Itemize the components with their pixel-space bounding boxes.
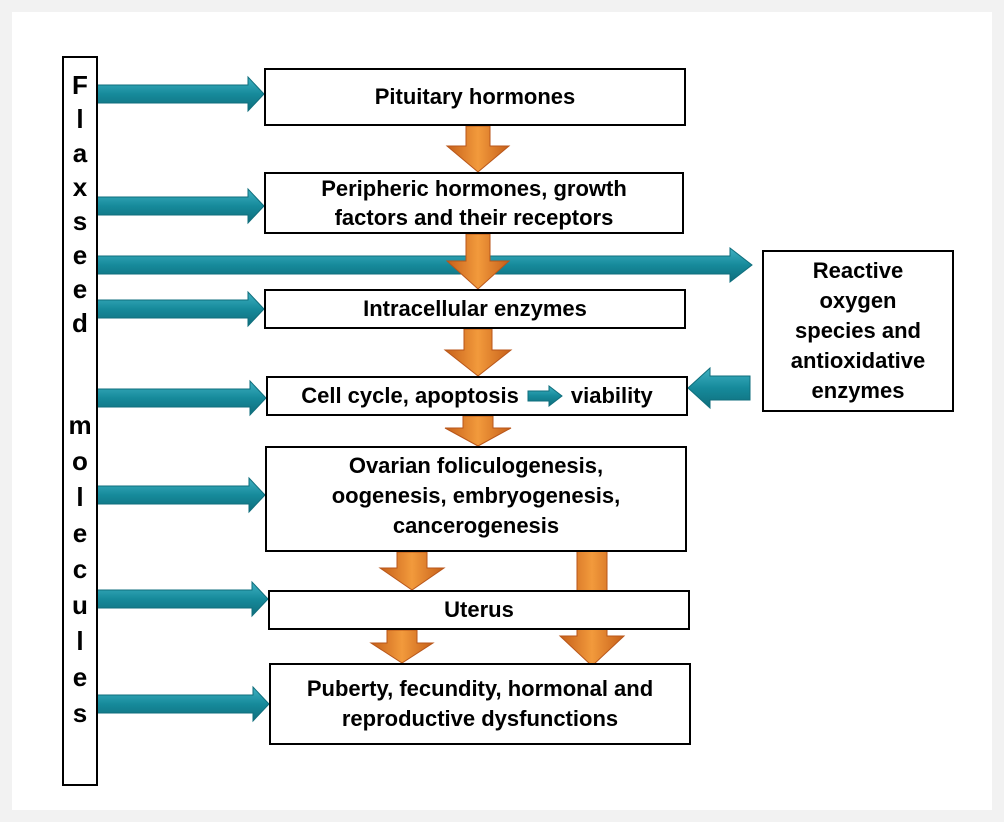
label-letter: s <box>72 698 88 728</box>
label-letter: e <box>72 662 88 692</box>
small-right-arrow-icon <box>527 385 563 407</box>
box-label-line: enzymes <box>811 378 905 403</box>
box-label-line: oogenesis, embryogenesis, <box>331 483 621 508</box>
arrow-layer <box>87 75 753 723</box>
label-letter: s <box>72 206 88 236</box>
label-letter: l <box>76 104 84 134</box>
label-letter: e <box>72 274 88 304</box>
puberty-fecundity-box: Puberty, fecundity, hormonal and reprodu… <box>269 663 691 745</box>
label-letter: d <box>72 308 88 338</box>
label-letter: l <box>76 482 84 512</box>
label-letter: o <box>72 446 88 476</box>
peripheric-hormones-box: Peripheric hormones, growth factors and … <box>264 172 684 234</box>
box-label-line: reproductive dysfunctions <box>341 706 619 731</box>
pituitary-hormones-box: Pituitary hormones <box>264 68 686 126</box>
orange-down-arrow-icon <box>378 551 446 591</box>
label-letter: l <box>76 626 84 656</box>
box-label: Pituitary hormones <box>374 84 576 109</box>
box-label-line: factors and their receptors <box>334 205 614 230</box>
teal-right-arrow-icon <box>87 580 269 618</box>
box-label: viability <box>570 383 653 408</box>
box-label-line: species and <box>795 318 921 343</box>
ovarian-folliculogenesis-box: Ovarian foliculogenesis, oogenesis, embr… <box>265 446 687 552</box>
box-label-line: Reactive <box>812 258 904 283</box>
uterus-box: Uterus <box>268 590 690 630</box>
teal-left-arrow-icon <box>687 366 751 410</box>
box-label: Uterus <box>444 597 514 622</box>
orange-down-arrow-icon <box>444 415 512 447</box>
reactive-oxygen-species-box: Reactive oxygen species and antioxidativ… <box>762 250 954 412</box>
box-label: Cell cycle, apoptosis <box>301 383 519 408</box>
diagram-canvas: F l a x s e e d m o l e c u l e s Pituit… <box>12 12 992 810</box>
orange-down-arrow-icon <box>445 233 511 290</box>
teal-right-arrow-icon <box>87 246 753 284</box>
cell-cycle-box: Cell cycle, apoptosis viability <box>266 376 688 416</box>
label-letter: m <box>68 410 92 440</box>
teal-right-arrow-icon <box>87 290 265 328</box>
intracellular-enzymes-box: Intracellular enzymes <box>264 289 686 329</box>
teal-right-arrow-icon <box>87 379 267 417</box>
label-letter: u <box>72 590 88 620</box>
box-label-line: oxygen <box>819 288 897 313</box>
teal-right-arrow-icon <box>87 75 265 113</box>
label-letter: F <box>72 70 88 100</box>
box-label-line: Puberty, fecundity, hormonal and <box>306 676 654 701</box>
teal-right-arrow-icon <box>87 685 270 723</box>
teal-right-arrow-icon <box>87 476 266 514</box>
teal-right-arrow-icon <box>87 187 265 225</box>
label-letter: x <box>72 172 88 202</box>
label-letter: c <box>72 554 88 584</box>
orange-down-arrow-icon <box>445 125 511 173</box>
orange-down-arrow-icon <box>369 629 435 664</box>
box-label-line: cancerogenesis <box>392 513 560 538</box>
label-letter: e <box>72 518 88 548</box>
label-letter: e <box>72 240 88 270</box>
flaxseed-molecules-label: F l a x s e e d m o l e c u l e s <box>62 56 98 786</box>
box-label-line: antioxidative <box>790 348 926 373</box>
label-letter: a <box>72 138 88 168</box>
box-label: Intracellular enzymes <box>363 296 587 321</box>
box-label-line: Peripheric hormones, growth <box>321 176 627 201</box>
orange-down-arrow-icon <box>443 328 513 377</box>
box-label-line: Ovarian foliculogenesis, <box>348 453 604 478</box>
